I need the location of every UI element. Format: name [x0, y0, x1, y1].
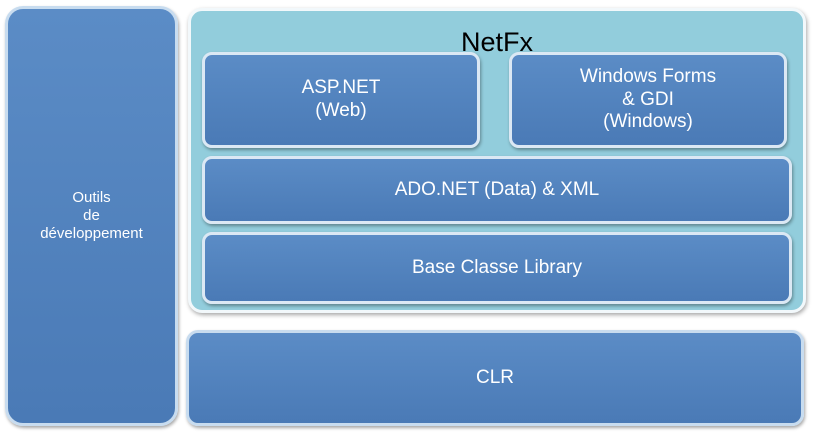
- adonet-xml-label: ADO.NET (Data) & XML: [394, 178, 600, 200]
- aspnet-label-line2: (Web): [315, 100, 367, 121]
- dev-tools-label-line3: développement: [40, 225, 143, 242]
- netfx-title: NetFx: [460, 27, 533, 57]
- adonet-xml-box: ADO.NET (Data) & XML: [202, 156, 792, 224]
- winforms-gdi-box: Windows Forms & GDI (Windows): [509, 52, 787, 148]
- aspnet-label-line1: ASP.NET: [301, 77, 381, 99]
- winforms-label-line1: Windows Forms: [579, 65, 717, 87]
- dev-tools-label-line1: Outils: [72, 189, 111, 206]
- winforms-label-line3: (Windows): [603, 111, 693, 133]
- dev-tools-box: Outils de développement: [5, 6, 178, 426]
- winforms-label-line2: & GDI: [622, 88, 674, 110]
- clr-box: CLR: [186, 330, 804, 426]
- base-class-library-box: Base Classe Library: [202, 232, 792, 304]
- dev-tools-label-line2: de: [83, 207, 100, 224]
- aspnet-box: ASP.NET (Web): [202, 52, 480, 148]
- clr-label: CLR: [475, 366, 514, 388]
- base-class-library-label: Base Classe Library: [411, 256, 583, 278]
